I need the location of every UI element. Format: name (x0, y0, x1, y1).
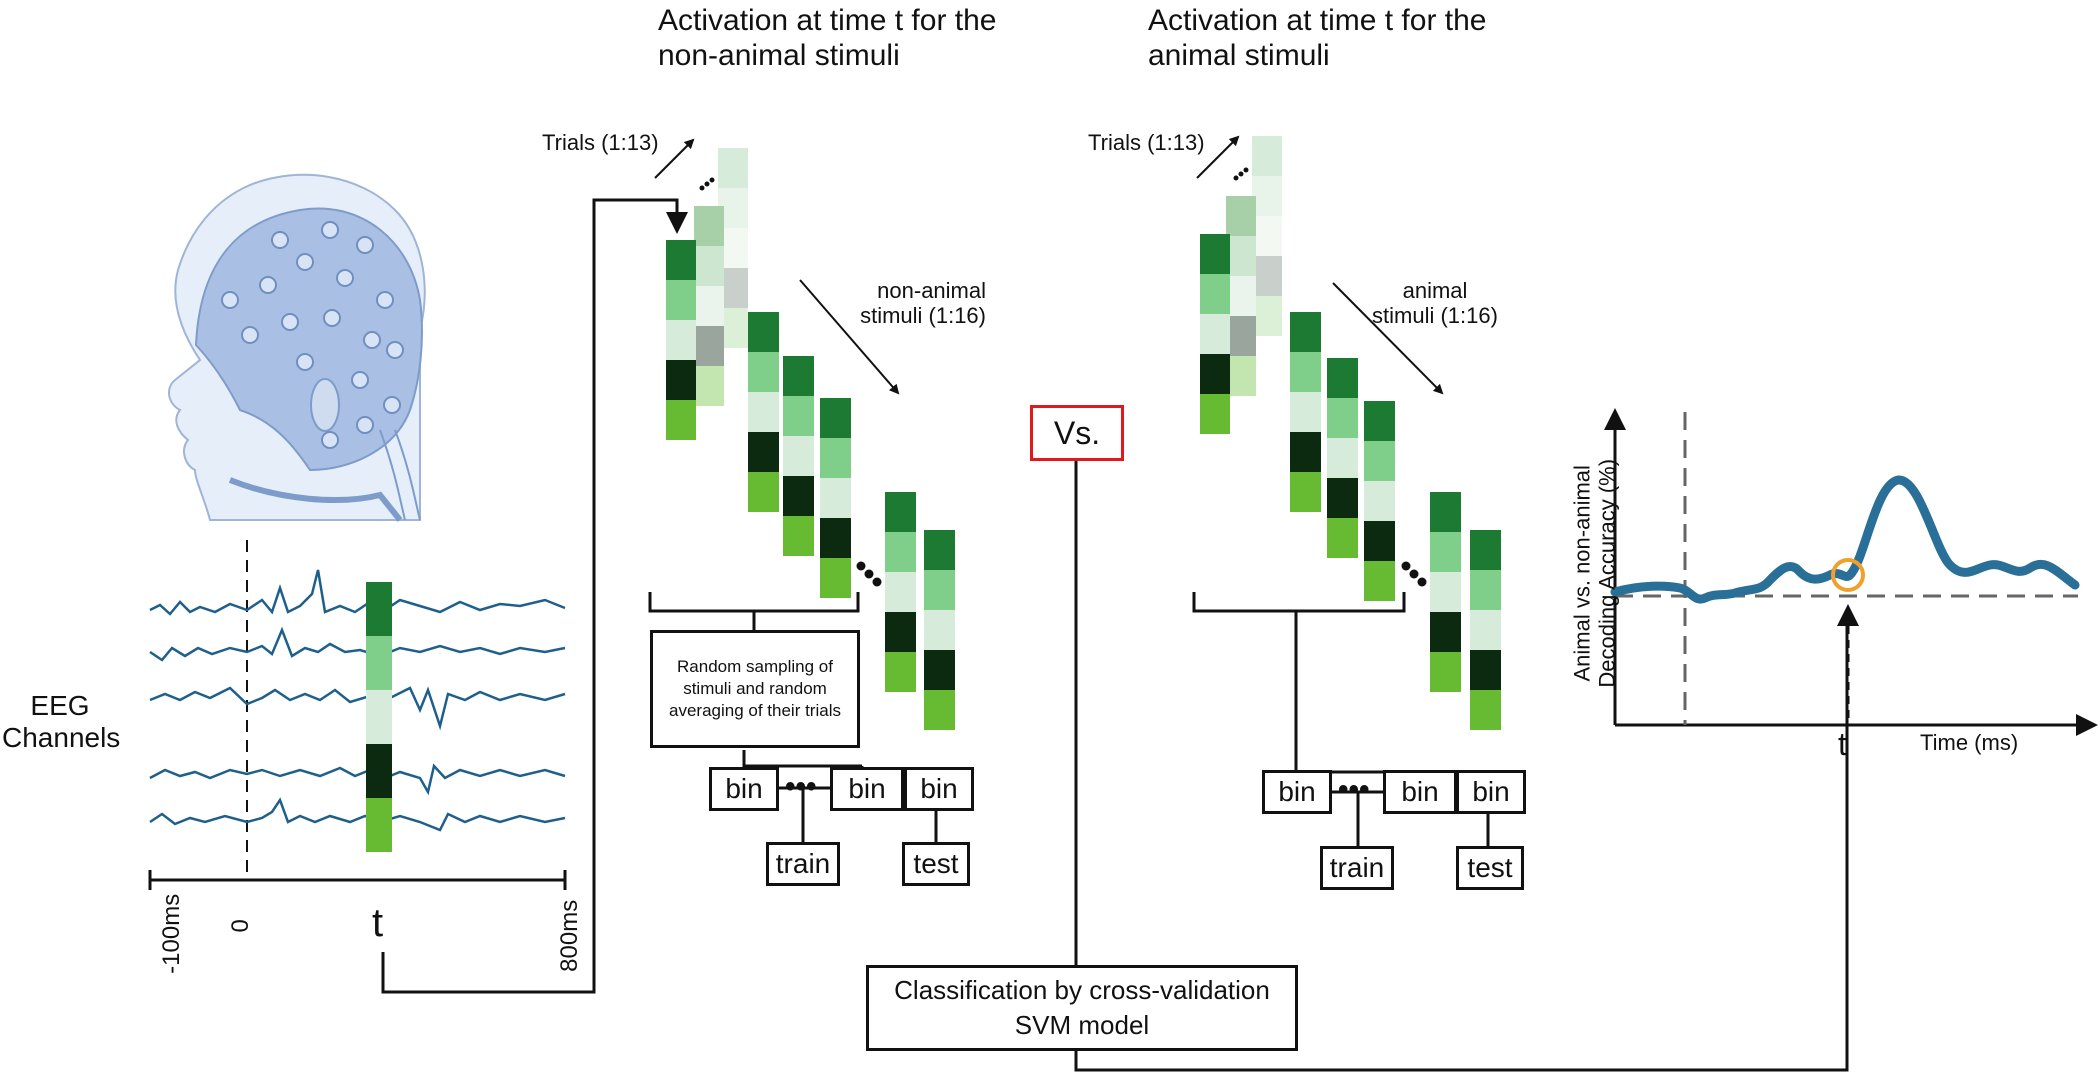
tick-start-label: -100ms (158, 893, 186, 974)
tick-end-label: 800ms (556, 899, 584, 972)
non-animal-bin-3: bin (904, 767, 974, 811)
t-to-matrix-connector (381, 198, 688, 994)
non-animal-stimuli-label: non-animal stimuli (1:16) (860, 278, 986, 329)
plot-t-label: t (1838, 726, 1847, 762)
time-marker-label: t (372, 901, 384, 945)
plot-ylabel-line1: Animal vs. non-animal (1569, 465, 1595, 682)
ellipsis-icon (699, 177, 882, 587)
tick-zero-label: 0 (226, 919, 254, 933)
animal-trials-label: Trials (1:13) (1088, 130, 1205, 155)
sampling-box: Random sampling of stimuli and random av… (650, 630, 860, 748)
animal-bin-1: bin (1262, 770, 1332, 814)
eeg-head-icon (168, 173, 426, 522)
non-animal-train: train (766, 842, 840, 886)
ellipsis-icon (1233, 167, 1427, 587)
animal-train: train (1320, 846, 1394, 890)
animal-test: test (1456, 846, 1524, 890)
animal-stack (1200, 136, 1501, 730)
vs-box: Vs. (1030, 405, 1124, 461)
animal-bin-ellipsis: ••• (1338, 773, 1370, 806)
non-animal-bin-ellipsis: ••• (785, 770, 817, 803)
eeg-axis (148, 540, 567, 890)
eeg-time-column (366, 582, 392, 852)
arrow-icon (654, 135, 1444, 395)
animal-bin-3: bin (1456, 770, 1526, 814)
animal-stimuli-label: animal stimuli (1:16) (1372, 278, 1498, 329)
decoding-plot (1604, 408, 2098, 736)
non-animal-trials-label: Trials (1:13) (542, 130, 659, 155)
eeg-channels-label: EEG Channels (2, 690, 121, 754)
animal-title: Activation at time t for the animal stim… (1148, 4, 1487, 72)
non-animal-bin-2: bin (830, 767, 904, 811)
highlight-circle (1831, 558, 1865, 592)
animal-bin-2: bin (1383, 770, 1457, 814)
plot-ylabel-line2: Decoding Accuracy (%) (1595, 458, 1620, 688)
non-animal-bin-1: bin (709, 767, 779, 811)
non-animal-test: test (902, 842, 970, 886)
plot-xlabel: Time (ms) (1920, 730, 2019, 755)
non-animal-title: Activation at time t for the non-animal … (658, 4, 997, 72)
non-animal-stack (666, 148, 955, 730)
vs-connectors (1074, 460, 1849, 1072)
eeg-traces (149, 569, 566, 832)
classification-box: Classification by cross-validation SVM m… (866, 965, 1298, 1051)
plot-ylabel: Animal vs. non-animal Decoding Accuracy … (1570, 458, 1621, 688)
